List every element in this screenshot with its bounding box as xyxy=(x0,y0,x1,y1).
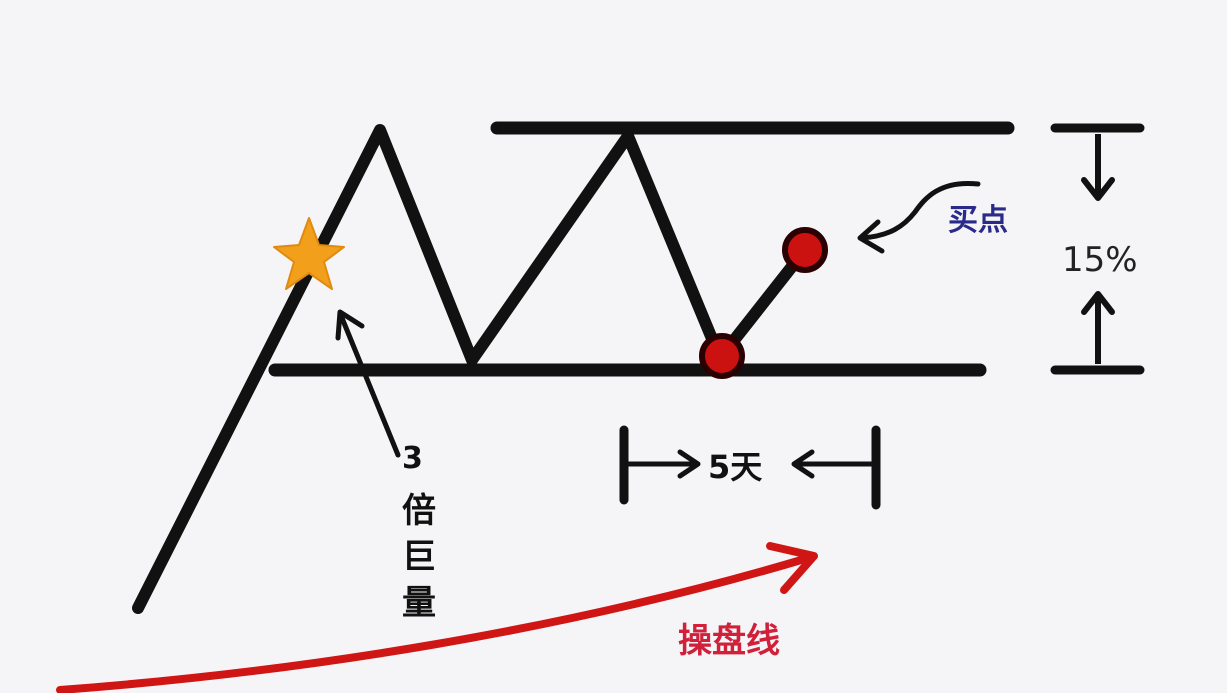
volume-arrow-icon xyxy=(335,309,365,341)
bottom-dot-marker xyxy=(699,333,745,379)
percent-label: 15% xyxy=(1062,240,1138,280)
volume-number-label: 3 xyxy=(402,441,423,476)
control-line-curve xyxy=(56,554,812,693)
volume-arrow-shaft xyxy=(339,315,401,458)
buy-point-arrow-icon xyxy=(859,180,981,241)
control-line-arrowhead-icon xyxy=(766,542,818,594)
volume-char-1: 倍 xyxy=(402,491,436,531)
days-label: 5天 xyxy=(708,448,762,486)
buy-point-arrowhead-icon xyxy=(857,219,885,254)
right-arrow-icon xyxy=(677,449,701,479)
buy-point-dot-marker xyxy=(782,227,828,273)
volume-char-2: 巨 xyxy=(402,537,436,577)
left-arrow-icon xyxy=(791,449,815,479)
volume-char-3: 量 xyxy=(402,583,436,623)
down-arrow-icon xyxy=(1081,177,1115,201)
buy-point-label: 买点 xyxy=(948,203,1008,238)
control-line-label: 操盘线 xyxy=(678,621,780,661)
up-arrow-icon xyxy=(1081,291,1115,315)
star-icon xyxy=(273,217,345,290)
